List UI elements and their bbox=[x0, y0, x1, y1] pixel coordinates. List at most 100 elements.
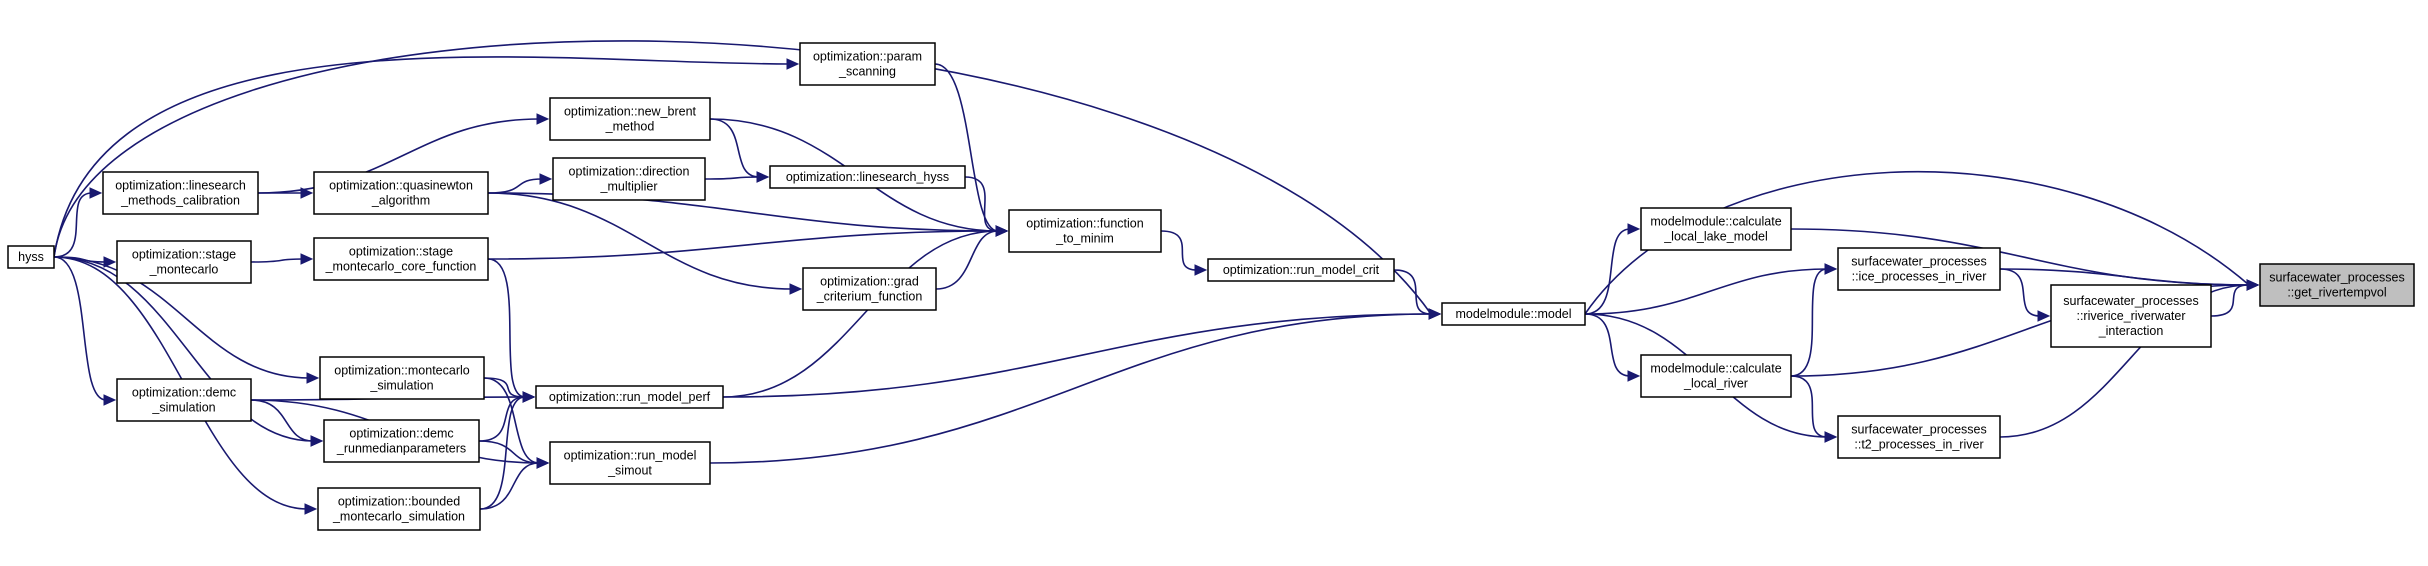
node-target[interactable]: surfacewater_processes::get_rivertempvol bbox=[2259, 263, 2415, 307]
node-quasinewton[interactable]: optimization::quasinewton_algorithm bbox=[313, 171, 489, 215]
node-param-scan[interactable]: optimization::param_scanning bbox=[799, 42, 936, 86]
node-calc-lake[interactable]: modelmodule::calculate_local_lake_model bbox=[1640, 207, 1792, 251]
edge-hyss-to-mc_sim bbox=[53, 256, 320, 384]
node-box bbox=[116, 240, 252, 284]
node-label: optimization::run_model_perf bbox=[549, 390, 711, 404]
edge-line bbox=[964, 176, 999, 232]
edge-line bbox=[487, 178, 543, 194]
edge-line bbox=[1999, 268, 2041, 317]
node-new-brent[interactable]: optimization::new_brent_method bbox=[549, 97, 711, 141]
node-run-perf[interactable]: optimization::run_model_perf bbox=[535, 385, 724, 409]
node-label: optimization::param bbox=[813, 50, 922, 64]
node-model[interactable]: modelmodule::model bbox=[1441, 302, 1586, 326]
node-box bbox=[1441, 302, 1586, 326]
edge-ice_proc-to-riverice bbox=[1999, 268, 2051, 322]
node-label: surfacewater_processes bbox=[2269, 271, 2404, 285]
edge-line bbox=[935, 230, 999, 290]
node-bounded-mc[interactable]: optimization::bounded_montecarlo_simulat… bbox=[317, 487, 481, 531]
edge-quasinewton-to-grad_crit bbox=[487, 192, 803, 295]
node-label: modelmodule::model bbox=[1455, 307, 1571, 321]
node-label: optimization::new_brent bbox=[564, 105, 697, 119]
node-label: _runmedianparameters bbox=[336, 442, 466, 456]
node-label: _algorithm bbox=[371, 194, 430, 208]
node-label: modelmodule::calculate bbox=[1650, 362, 1781, 376]
node-label: optimization::run_model bbox=[564, 449, 697, 463]
node-label: optimization::demc bbox=[132, 386, 236, 400]
node-ice-proc[interactable]: surfacewater_processes::ice_processes_in… bbox=[1837, 247, 2001, 291]
node-label: _scanning bbox=[838, 65, 896, 79]
node-hyss[interactable]: hyss bbox=[7, 245, 55, 269]
edge-line bbox=[53, 40, 1432, 315]
edge-arrowhead bbox=[536, 457, 550, 469]
node-label: optimization::linesearch bbox=[115, 179, 246, 193]
node-box bbox=[799, 42, 936, 86]
node-label: ::riverice_riverwater bbox=[2076, 309, 2185, 323]
node-calc-river[interactable]: modelmodule::calculate_local_river bbox=[1640, 354, 1792, 398]
node-label: optimization::bounded bbox=[338, 495, 460, 509]
node-label: optimization::direction bbox=[569, 165, 690, 179]
node-t2-proc[interactable]: surfacewater_processes::t2_processes_in_… bbox=[1837, 415, 2001, 459]
edge-line bbox=[1999, 268, 2250, 286]
edge-line bbox=[479, 396, 526, 510]
node-riverice[interactable]: surfacewater_processes::riverice_riverwa… bbox=[2050, 284, 2212, 348]
node-run-crit[interactable]: optimization::run_model_crit bbox=[1207, 258, 1395, 282]
node-label: surfacewater_processes bbox=[1851, 423, 1986, 437]
node-label: _interaction bbox=[2098, 324, 2164, 338]
edge-line bbox=[250, 399, 314, 442]
node-stage-core[interactable]: optimization::stage_montecarlo_core_func… bbox=[313, 237, 489, 281]
edge-run_perf-to-model bbox=[722, 308, 1442, 398]
edge-line bbox=[1790, 375, 1828, 438]
node-box bbox=[802, 267, 937, 311]
node-label: ::ice_processes_in_river bbox=[1852, 270, 1987, 284]
node-box bbox=[2050, 284, 2212, 348]
edge-stage_mc-to-stage_core bbox=[250, 253, 314, 265]
edge-quasinewton-to-direction bbox=[487, 173, 553, 194]
edge-arrowhead bbox=[756, 171, 770, 183]
node-demc-runmed[interactable]: optimization::demc_runmedianparameters bbox=[323, 419, 480, 463]
edge-arrowhead bbox=[789, 283, 803, 295]
edge-line bbox=[934, 63, 999, 232]
node-label: modelmodule::calculate bbox=[1650, 215, 1781, 229]
node-label: optimization::run_model_crit bbox=[1223, 263, 1380, 277]
node-label: optimization::stage bbox=[132, 248, 236, 262]
edge-line bbox=[1393, 269, 1432, 315]
node-mc-sim[interactable]: optimization::montecarlo_simulation bbox=[319, 356, 485, 400]
node-func-minim[interactable]: optimization::function_to_minim bbox=[1008, 209, 1162, 253]
edge-run_perf-to-func_minim bbox=[722, 225, 1009, 398]
node-stage-mc[interactable]: optimization::stage_montecarlo bbox=[116, 240, 252, 284]
node-linesearch-hyss[interactable]: optimization::linesearch_hyss bbox=[769, 165, 966, 189]
edge-line bbox=[1584, 268, 1828, 315]
edge-hyss-to-param_scan bbox=[53, 56, 800, 258]
edge-line bbox=[1584, 313, 1631, 377]
node-run-simout[interactable]: optimization::run_model_simout bbox=[549, 441, 711, 485]
node-label: _local_lake_model bbox=[1663, 230, 1768, 244]
node-label: _method bbox=[605, 120, 655, 134]
node-label: ::get_rivertempvol bbox=[2287, 286, 2386, 300]
node-label: optimization::stage bbox=[349, 245, 453, 259]
node-label: _criterium_function bbox=[816, 290, 923, 304]
edge-arrowhead bbox=[1824, 263, 1838, 275]
node-label: _simulation bbox=[369, 379, 433, 393]
edge-line bbox=[250, 258, 304, 263]
node-label: ::t2_processes_in_river bbox=[1854, 438, 1983, 452]
edge-arrowhead bbox=[1627, 370, 1641, 382]
node-box bbox=[549, 97, 711, 141]
node-ls-calib[interactable]: optimization::linesearch_methods_calibra… bbox=[102, 171, 259, 215]
edge-line bbox=[53, 56, 790, 258]
edge-new_brent-to-linesearch_hyss bbox=[709, 118, 770, 183]
edge-calc_river-to-ice_proc bbox=[1790, 263, 1838, 377]
node-direction[interactable]: optimization::direction_multiplier bbox=[552, 157, 706, 201]
node-box bbox=[1207, 258, 1395, 282]
node-box bbox=[7, 245, 55, 269]
graph-edges bbox=[53, 40, 2260, 515]
edge-func_minim-to-run_crit bbox=[1160, 230, 1208, 276]
node-demc-sim[interactable]: optimization::demc_simulation bbox=[116, 378, 252, 422]
edge-arrowhead bbox=[1627, 223, 1641, 235]
edge-line bbox=[1584, 228, 1631, 315]
node-label: _simulation bbox=[151, 401, 215, 415]
edge-demc_sim-to-demc_runmed bbox=[250, 399, 324, 447]
edge-line bbox=[709, 313, 1432, 464]
node-grad-crit[interactable]: optimization::grad_criterium_function bbox=[802, 267, 937, 311]
edge-line bbox=[722, 313, 1432, 398]
edge-param_scan-to-func_minim bbox=[934, 63, 1009, 237]
